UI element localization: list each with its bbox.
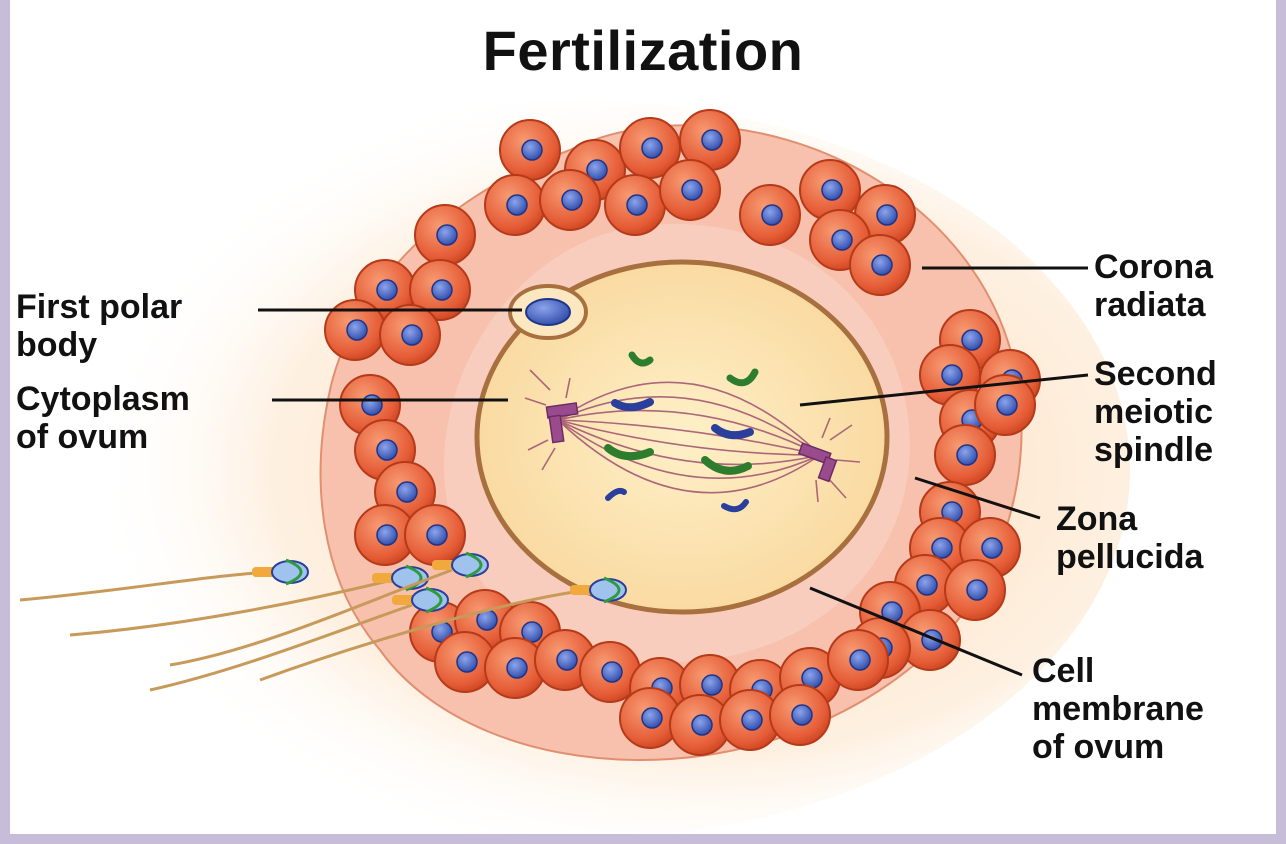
first-polar-body [508,284,588,340]
sperm [149,586,449,692]
follicle-cell [484,174,546,236]
sperm-cells [19,551,627,692]
label-cytoplasm-of-ovum: Cytoplasm of ovum [16,380,190,456]
label-zona-pellucida: Zona pellucida [1056,500,1204,576]
label-cell-membrane-of-ovum: Cell membrane of ovum [1032,652,1204,766]
follicle-cell [849,234,911,296]
spindle-pole-right [797,442,838,483]
corona-radiata-cells [324,109,1041,756]
follicle-cell [719,689,781,751]
follicle-cell [769,684,831,746]
follicle-cell [404,504,466,566]
sperm [19,558,309,602]
label-second-meiotic-spindle: Second meiotic spindle [1094,355,1217,469]
sperm [169,551,489,667]
follicle-cell [974,374,1036,436]
ovum-cytoplasm [474,259,890,615]
leader-lines [258,266,1089,677]
label-first-polar-body: First polar body [16,288,183,364]
sperm [259,576,627,682]
follicle-cell [934,424,996,486]
follicle-cell [579,641,641,703]
leader-second-meiotic-spindle [799,373,1089,407]
follicle-cell [827,629,889,691]
follicle-cell [499,119,561,181]
second-meiotic-spindle [524,369,861,503]
follicle-cell [619,687,681,749]
follicle-cell [434,631,496,693]
fertilization-illustration [10,100,1130,834]
follicle-cell [409,259,471,321]
follicle-cell [739,184,801,246]
chromosomes [604,351,759,513]
follicle-cell [379,304,441,366]
label-corona-radiata: Corona radiata [1094,248,1213,324]
leader-cell-membrane [809,586,1023,677]
follicle-cell [619,117,681,179]
follicle-cell [604,174,666,236]
follicle-cell [944,559,1006,621]
spindle-pole-left [545,402,579,444]
diagram-frame: Fertilization First polar body Cytoplasm… [10,0,1276,834]
page-title: Fertilization [482,19,804,82]
follicle-cell [659,159,721,221]
follicle-cell [679,109,741,171]
follicle-cell [484,637,546,699]
follicle-cell [414,204,476,266]
leader-zona-pellucida [914,476,1041,520]
follicle-cell [539,169,601,231]
